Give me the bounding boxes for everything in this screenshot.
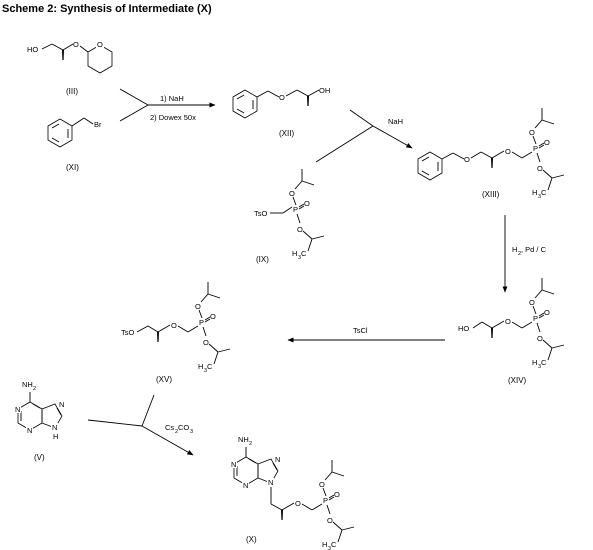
compound-X: NH 2 N N N N O (X) — [230, 435, 355, 550]
atom-n7: N — [275, 455, 280, 464]
atom-o-ring: O — [97, 40, 103, 49]
svg-text:, Pd / C: , Pd / C — [521, 245, 547, 254]
arrow-step-1: 1) NaH 2) Dowex 50x — [119, 88, 216, 122]
atom-o: O — [73, 40, 79, 49]
atom-br: Br — [94, 120, 102, 129]
atom-o: O — [295, 499, 301, 508]
atom-o: O — [505, 317, 511, 326]
svg-text:2: 2 — [249, 441, 252, 447]
atom-tso: TsO — [121, 328, 135, 337]
atom-ho: HO — [458, 324, 469, 333]
compound-label-X: (X) — [246, 535, 257, 544]
atom-o: O — [505, 147, 511, 156]
reagent-nah-2: NaH — [388, 117, 403, 126]
compound-label-XII: (XII) — [279, 129, 294, 138]
atom-n9: N — [52, 423, 57, 432]
atom-tso: TsO — [254, 209, 268, 218]
atom-n9: N — [268, 478, 273, 487]
atom-oh: OH — [319, 86, 330, 95]
compound-XV: TsO O (XV) — [121, 281, 231, 384]
compound-V: NH 2 N N N N H (V) — [14, 380, 65, 462]
svg-text:3: 3 — [190, 429, 193, 435]
compound-label-XV: (XV) — [156, 375, 172, 384]
atom-nh2: NH — [238, 435, 249, 444]
compound-XII: O OH (XII) — [232, 86, 330, 138]
svg-text:2: 2 — [518, 251, 521, 257]
compound-XI: Br (XI) — [47, 117, 102, 172]
atom-n1: N — [15, 405, 20, 414]
compound-IX: TsO (IX) — [254, 168, 325, 264]
atom-n7: N — [59, 400, 64, 409]
compound-label-XIV: (XIV) — [508, 376, 527, 385]
reagent-h2: H — [512, 245, 517, 254]
reagent-dowex: 2) Dowex 50x — [150, 113, 196, 122]
atom-o: O — [279, 93, 285, 102]
svg-text:CO: CO — [178, 423, 189, 432]
compound-label-XI: (XI) — [66, 163, 79, 172]
compound-label-III: (III) — [66, 87, 78, 96]
arrow-step-4: TsCl — [287, 326, 445, 343]
atom-o: O — [464, 155, 470, 164]
arrow-step-5: Cs 2 CO 3 — [87, 394, 194, 456]
compound-label-V: (V) — [34, 453, 45, 462]
atom-h9: H — [53, 432, 58, 441]
arrow-step-3: H 2 , Pd / C — [502, 215, 547, 293]
svg-text:2: 2 — [175, 429, 178, 435]
scheme-title: Scheme 2: Synthesis of Intermediate (X) — [2, 3, 212, 15]
compound-III: HO O O (III) — [27, 40, 113, 96]
atom-n3: N — [27, 426, 32, 435]
compound-label-XIII: (XIII) — [482, 190, 500, 199]
atom-ho: HO — [27, 45, 38, 54]
atom-o: O — [171, 321, 177, 330]
compound-XIV: HO O (XIV) — [458, 277, 565, 385]
arrow-step-2: NaH — [315, 109, 413, 163]
atom-n3: N — [243, 481, 248, 490]
compound-label-IX: (IX) — [256, 255, 269, 264]
svg-text:2: 2 — [33, 386, 36, 392]
reagent-cs2co3: Cs — [165, 423, 174, 432]
compound-XIII: O O (XIII) — [417, 107, 565, 201]
reagent-tscl: TsCl — [353, 326, 368, 335]
atom-n1: N — [231, 460, 236, 469]
reagent-nah-1: 1) NaH — [160, 94, 184, 103]
atom-nh2: NH — [22, 380, 33, 389]
